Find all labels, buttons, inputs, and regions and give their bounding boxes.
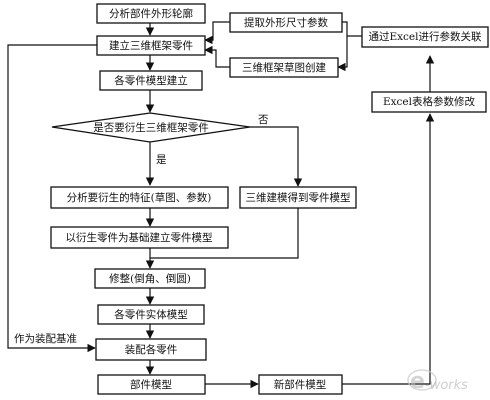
edge-map-to-modify [150,208,299,259]
edge-assembly-base [7,44,97,353]
node-sketch-create-label: 三维框架草图创建 [242,61,326,74]
node-analyze-features: 分析要衍生的特征(草图、参数) [50,186,229,209]
node-part-models: 各零件模型建立 [99,70,203,91]
eworks-logo: e -works [407,369,468,394]
node-new-component-model-label: 新部件模型 [274,378,327,391]
node-solid-models: 各零件实体模型 [97,304,205,325]
node-sketch-create: 三维框架草图创建 [229,57,339,78]
node-new-component-model: 新部件模型 [258,374,343,395]
label-assembly-base: 作为装配基准 [14,332,77,345]
edge-link-to-sketch [337,36,348,72]
label-yes: 是 [156,154,167,166]
node-excel-link: 通过Excel进行参数关联 [361,26,489,48]
node-analyze-features-label: 分析要衍生的特征(草图、参数) [67,191,212,204]
edge-decision-no [250,126,303,187]
node-modify-label: 修整(倒角、倒圆) [109,272,191,285]
node-component-model: 部件模型 [97,374,206,395]
edge-sketch-to-skeleton [204,45,230,68]
logo-e-glyph: e [410,369,425,394]
node-excel-link-label: 通过Excel进行参数关联 [368,30,482,43]
node-build-from-derived-label: 以衍生零件为基础建立零件模型 [66,231,213,244]
node-analyze-outline-label: 分析部件外形轮廓 [109,7,193,20]
label-no: 否 [258,114,269,126]
node-solid-models-label: 各零件实体模型 [114,308,188,321]
node-map-to-model-label: 三维建模得到零件模型 [246,191,351,204]
node-extract-params: 提取外形尺寸参数 [229,12,343,33]
node-decision: 是否要衍生三维框架零件 [51,112,251,143]
edge-extract-to-skeleton [204,21,230,45]
node-part-models-label: 各零件模型建立 [114,74,188,87]
node-build-skeleton: 建立三维框架零件 [96,35,206,56]
edges [7,21,435,389]
node-build-skeleton-label: 建立三维框架零件 [109,39,193,52]
node-assemble-label: 装配各零件 [125,343,178,356]
node-assemble: 装配各零件 [95,338,207,361]
node-analyze-outline: 分析部件外形轮廓 [96,3,206,24]
node-map-to-model: 三维建模得到零件模型 [239,186,357,209]
edge-link-to-extract [342,21,362,37]
node-excel-modify-label: Excel表格参数修改 [383,95,476,108]
logo-brand-text: -works [425,378,468,393]
node-extract-params-label: 提取外形尺寸参数 [244,16,328,29]
node-excel-modify: Excel表格参数修改 [371,91,487,113]
node-component-model-label: 部件模型 [130,378,172,391]
edge-new-to-excel-modify [342,113,435,385]
node-modify: 修整(倒角、倒圆) [94,268,206,289]
node-build-from-derived: 以衍生零件为基础建立零件模型 [50,226,229,249]
node-decision-label: 是否要衍生三维框架零件 [93,121,209,134]
